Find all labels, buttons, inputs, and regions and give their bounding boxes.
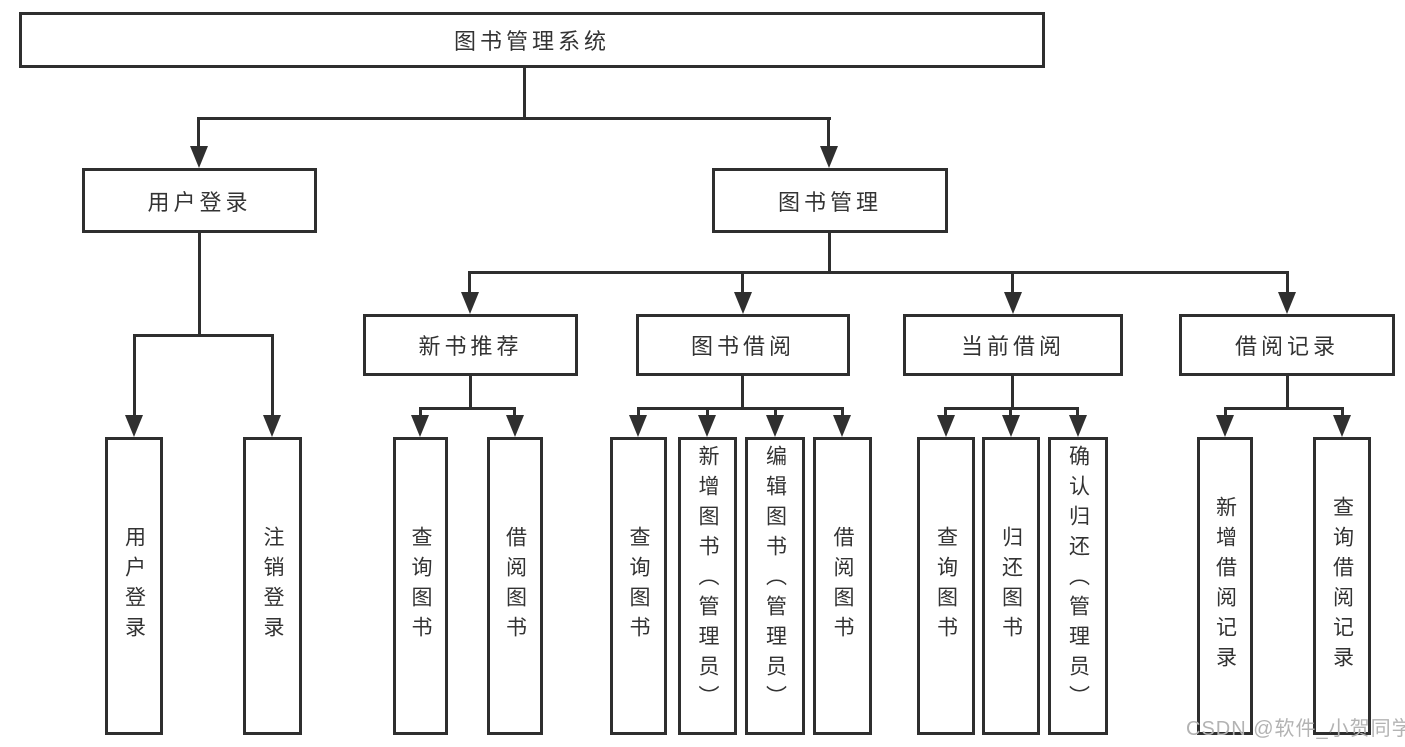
node-borrow-records: 借阅记录 — [1179, 314, 1395, 376]
leaf-query-books-current-label: 查询图书 — [934, 526, 958, 646]
leaf-logout-login: 注销登录 — [243, 437, 302, 735]
leaf-query-books-recommend-label: 查询图书 — [409, 526, 432, 646]
connector-line — [523, 67, 526, 118]
connector-line — [1224, 407, 1343, 410]
connector-line — [1011, 271, 1014, 294]
connector-line — [741, 271, 744, 294]
arrowhead-down-icon — [1278, 292, 1296, 314]
leaf-borrow-books: 借阅图书 — [813, 437, 872, 735]
connector-line — [513, 407, 516, 417]
connector-line — [468, 271, 471, 294]
leaf-user-login: 用户登录 — [105, 437, 163, 735]
arrowhead-down-icon — [411, 415, 429, 437]
leaf-borrow-books-recommend-label: 借阅图书 — [503, 526, 527, 646]
connector-line — [197, 117, 200, 149]
connector-line — [419, 407, 422, 417]
connector-line — [133, 334, 274, 337]
arrowhead-down-icon — [937, 415, 955, 437]
arrowhead-down-icon — [1004, 292, 1022, 314]
connector-line — [1286, 375, 1289, 408]
leaf-query-books-borrow-label: 查询图书 — [627, 526, 650, 646]
connector-line — [468, 271, 1289, 274]
leaf-confirm-return-admin: 确认归还（管理员） — [1048, 437, 1108, 735]
arrowhead-down-icon — [1333, 415, 1351, 437]
connector-line — [198, 117, 831, 120]
node-book-management: 图书管理 — [712, 168, 948, 233]
arrowhead-down-icon — [698, 415, 716, 437]
leaf-return-books-label: 归还图书 — [999, 526, 1023, 646]
arrowhead-down-icon — [190, 146, 208, 168]
connector-line — [1011, 375, 1014, 408]
arrowhead-down-icon — [629, 415, 647, 437]
connector-line — [841, 407, 844, 417]
arrowhead-down-icon — [461, 292, 479, 314]
connector-line — [271, 334, 274, 416]
arrowhead-down-icon — [1069, 415, 1087, 437]
connector-line — [1224, 407, 1227, 417]
connector-line — [1341, 407, 1344, 417]
arrowhead-down-icon — [1216, 415, 1234, 437]
leaf-edit-books-admin: 编辑图书（管理员） — [745, 437, 805, 735]
leaf-add-borrow-record: 新增借阅记录 — [1197, 437, 1253, 735]
connector-line — [944, 407, 947, 417]
connector-line — [469, 375, 472, 408]
connector-line — [774, 407, 777, 417]
arrowhead-down-icon — [125, 415, 143, 437]
connector-line — [827, 117, 830, 149]
leaf-query-books-current: 查询图书 — [917, 437, 975, 735]
leaf-query-books-borrow: 查询图书 — [610, 437, 667, 735]
connector-line — [706, 407, 709, 417]
node-new-book-recommend: 新书推荐 — [363, 314, 578, 376]
leaf-return-books: 归还图书 — [982, 437, 1040, 735]
node-user-login: 用户登录 — [82, 168, 317, 233]
connector-line — [1009, 407, 1012, 417]
arrowhead-down-icon — [820, 146, 838, 168]
arrowhead-down-icon — [506, 415, 524, 437]
leaf-logout-login-label: 注销登录 — [261, 526, 284, 646]
leaf-borrow-books-recommend: 借阅图书 — [487, 437, 543, 735]
node-book-borrow: 图书借阅 — [636, 314, 850, 376]
leaf-query-borrow-record: 查询借阅记录 — [1313, 437, 1371, 735]
connector-line — [741, 375, 744, 408]
leaf-borrow-books-label: 借阅图书 — [831, 526, 854, 646]
arrowhead-down-icon — [1002, 415, 1020, 437]
leaf-edit-books-admin-label: 编辑图书（管理员） — [763, 445, 787, 715]
leaf-confirm-return-admin-label: 确认归还（管理员） — [1066, 445, 1090, 715]
connector-line — [419, 407, 516, 410]
connector-line — [1286, 271, 1289, 294]
connector-line — [637, 407, 640, 417]
connector-line — [828, 232, 831, 272]
node-root-system: 图书管理系统 — [19, 12, 1045, 68]
leaf-add-books-admin: 新增图书（管理员） — [678, 437, 737, 735]
leaf-add-books-admin-label: 新增图书（管理员） — [696, 445, 719, 715]
csdn-watermark: CSDN @软件_小贺同学 — [1186, 718, 1405, 740]
leaf-user-login-label: 用户登录 — [122, 526, 146, 646]
connector-line — [198, 232, 201, 335]
node-current-borrow: 当前借阅 — [903, 314, 1123, 376]
arrowhead-down-icon — [734, 292, 752, 314]
leaf-query-borrow-record-label: 查询借阅记录 — [1330, 496, 1354, 676]
arrowhead-down-icon — [833, 415, 851, 437]
arrowhead-down-icon — [263, 415, 281, 437]
connector-line — [133, 334, 136, 416]
leaf-add-borrow-record-label: 新增借阅记录 — [1213, 496, 1237, 676]
leaf-query-books-recommend: 查询图书 — [393, 437, 448, 735]
connector-line — [1076, 407, 1079, 417]
connector-line — [637, 407, 844, 410]
arrowhead-down-icon — [766, 415, 784, 437]
